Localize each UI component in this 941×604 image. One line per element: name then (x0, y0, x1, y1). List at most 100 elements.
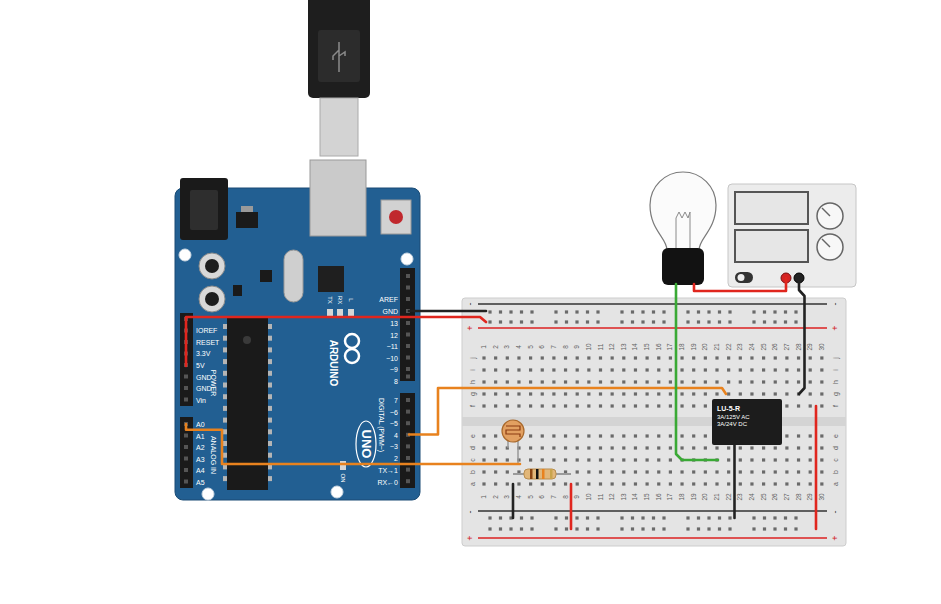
pin-label: ~5 (390, 420, 398, 427)
row-letter: d (832, 446, 839, 450)
breadboard-hole (669, 356, 672, 359)
breadboard-hole (809, 380, 812, 383)
column-number: 4 (516, 345, 523, 349)
rail-hole (641, 516, 644, 519)
breadboard-hole (797, 404, 800, 407)
rail-hole (686, 516, 689, 519)
rail-hole (728, 516, 731, 519)
breadboard-hole (646, 434, 649, 437)
bulb-supply-wire (694, 278, 786, 291)
column-number: 20 (702, 493, 709, 500)
breadboard-hole (750, 368, 753, 371)
chip-pin (223, 476, 227, 481)
breadboard-hole (657, 380, 660, 383)
knob-marker (822, 239, 830, 247)
breadboard-hole (622, 482, 625, 485)
breadboard-hole (587, 356, 590, 359)
rail-hole (631, 516, 634, 519)
chip-pin (268, 347, 272, 352)
board-model: UNO (358, 430, 374, 459)
breadboard-hole (750, 482, 753, 485)
breadboard-hole (541, 356, 544, 359)
rail-hole (773, 310, 776, 313)
breadboard-hole (669, 470, 672, 473)
breadboard-hole (611, 470, 614, 473)
chip-pin (223, 347, 227, 352)
pin-label: GND (196, 373, 212, 380)
pin-label: 13 (390, 320, 398, 327)
breadboard-hole (820, 482, 823, 485)
breadboard-hole (739, 470, 742, 473)
photoresistor-track (506, 426, 520, 437)
rail-line-positive (478, 327, 827, 329)
row-letter: j (469, 357, 476, 359)
breadboard-hole (646, 404, 649, 407)
breadboard-hole (657, 446, 660, 449)
header-pin (406, 479, 410, 483)
pin-label: ~9 (390, 366, 398, 373)
rail-hole (697, 527, 700, 530)
capacitor-top (205, 259, 219, 273)
column-number: 22 (725, 343, 732, 350)
pin-label: 8 (394, 377, 398, 384)
breadboard-hole (541, 458, 544, 461)
breadboard-hole (634, 458, 637, 461)
rail-hole (686, 320, 689, 323)
header-pin (184, 375, 188, 379)
column-number: 10 (586, 493, 593, 500)
breadboard-hole (774, 368, 777, 371)
column-number: 9 (574, 345, 581, 349)
column-number: 23 (737, 343, 744, 350)
column-number: 13 (621, 493, 628, 500)
column-number: 1 (481, 345, 488, 349)
header-title: POWER (210, 370, 217, 396)
rail-hole (686, 527, 689, 530)
breadboard-hole (517, 404, 520, 407)
breadboard-hole (797, 434, 800, 437)
column-number: 25 (760, 493, 767, 500)
breadboard (462, 298, 846, 546)
breadboard-hole (704, 380, 707, 383)
rail-hole (784, 516, 787, 519)
row-letter: f (832, 405, 839, 407)
logo-ring (345, 349, 359, 363)
breadboard-hole (680, 356, 683, 359)
breadboard-hole (564, 458, 567, 461)
light-bulb (650, 172, 716, 285)
breadboard-hole (517, 482, 520, 485)
breadboard-hole (750, 356, 753, 359)
breadboard-hole (739, 356, 742, 359)
breadboard-hole (727, 470, 730, 473)
breadboard-hole (809, 458, 812, 461)
breadboard-hole (587, 368, 590, 371)
breadboard-hole (541, 392, 544, 395)
breadboard-hole (506, 482, 509, 485)
mounting-hole (401, 253, 413, 265)
rail-hole (499, 527, 502, 530)
breadboard-hole (482, 470, 485, 473)
breadboard-hole (785, 356, 788, 359)
relay-rating: 3A/125V AC (717, 414, 776, 422)
breadboard-hole (622, 368, 625, 371)
rail-hole (509, 320, 512, 323)
rail-hole (509, 527, 512, 530)
header-pin (406, 344, 410, 348)
header-pin (406, 333, 410, 337)
rail-hole (707, 310, 710, 313)
photoresistor (502, 420, 524, 442)
power-jack (180, 178, 228, 240)
breadboard-hole (774, 392, 777, 395)
breadboard-hole (727, 458, 730, 461)
header-pin (184, 386, 188, 390)
voltage-knob (817, 203, 843, 229)
breadboard-hole (482, 380, 485, 383)
breadboard-hole (599, 356, 602, 359)
breadboard-hole (564, 434, 567, 437)
model-outline (356, 421, 376, 467)
breadboard-hole (599, 392, 602, 395)
chip-pin (223, 453, 227, 458)
breadboard-hole (762, 482, 765, 485)
breadboard-hole (494, 356, 497, 359)
power-switch (735, 272, 753, 283)
